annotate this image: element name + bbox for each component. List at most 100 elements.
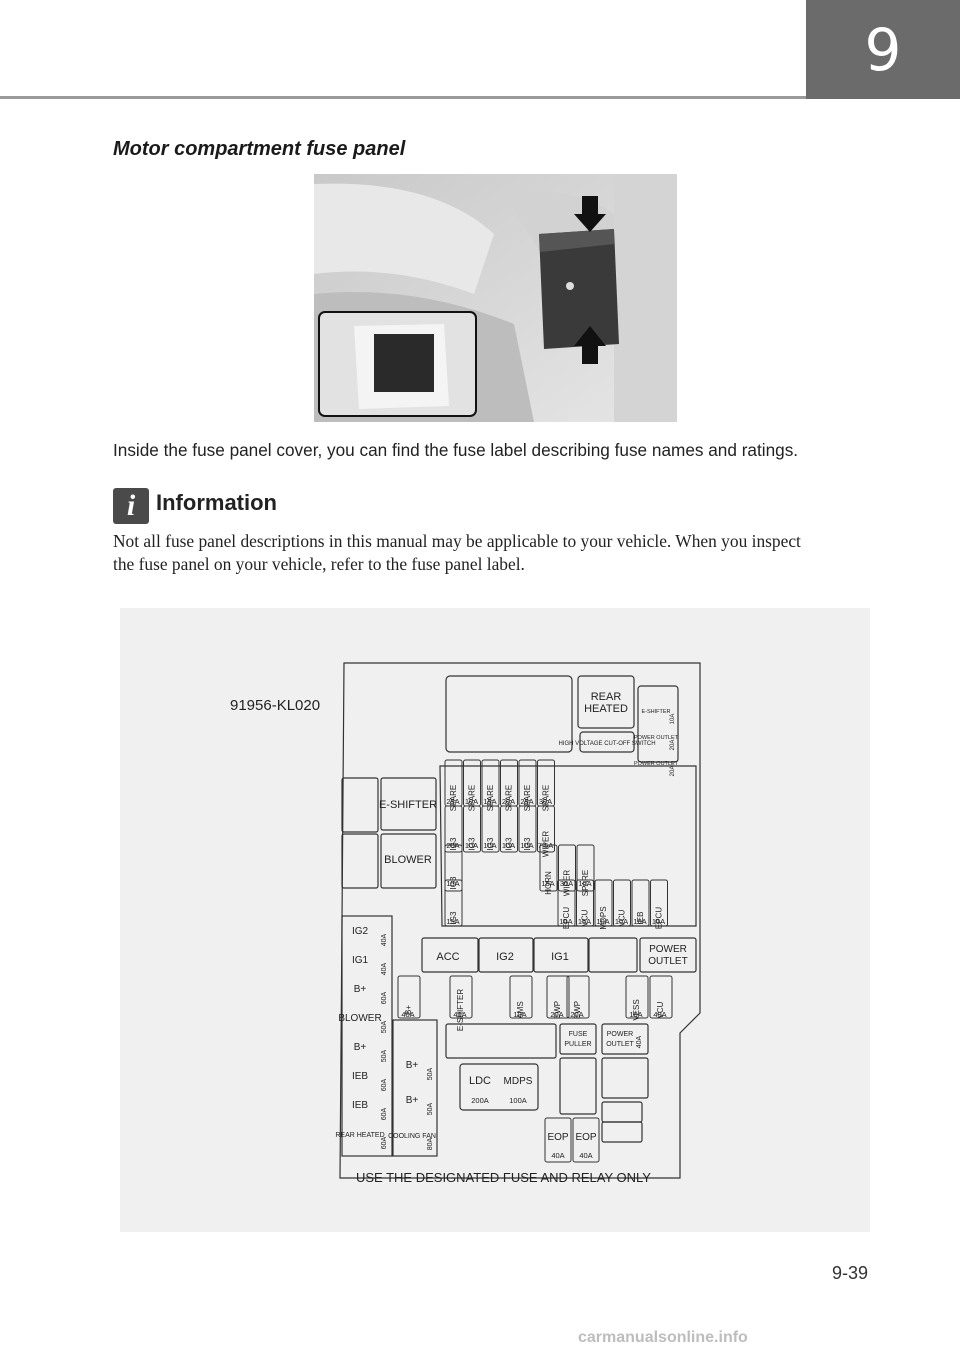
fuse-puller-label: FUSE bbox=[569, 1031, 588, 1038]
ig3-fuse-name: IG3 bbox=[449, 837, 458, 850]
left-col-fuse-name: IEB bbox=[352, 1100, 368, 1111]
spare-fuse-rating: 10A bbox=[465, 797, 478, 806]
multi-row-fuse-rating: 20A bbox=[550, 1010, 563, 1019]
acc-relay-label: ACC bbox=[436, 951, 459, 963]
horn-fuse-name: WIPER bbox=[563, 870, 572, 896]
ig3-fuse-fuse bbox=[537, 805, 555, 853]
horn-fuse-name: HORN bbox=[544, 871, 553, 895]
left-col-fuse-name: IEB bbox=[352, 1071, 368, 1082]
spare-fuse-rating: 15A bbox=[483, 797, 496, 806]
ig2-relay-label: IG2 bbox=[496, 951, 514, 963]
rear-heated-label: REAR bbox=[591, 691, 622, 703]
mid-col-fuse-name: B+ bbox=[406, 1095, 419, 1106]
hv-switch-label: HIGH VOLTAGE CUT-OFF SWITCH bbox=[558, 741, 655, 747]
left-col-fuse-name: B+ bbox=[354, 984, 367, 995]
epcu-fuse-rating: 10A bbox=[633, 917, 646, 926]
mdps-label: MDPS bbox=[504, 1076, 533, 1087]
spare-fuse-name: SPARE bbox=[486, 785, 495, 812]
rear-heated-label: HEATED bbox=[584, 703, 628, 715]
info-line-1: Not all fuse panel descriptions in this … bbox=[113, 531, 801, 551]
info-line-2: the fuse panel on your vehicle, refer to… bbox=[113, 554, 525, 574]
watermark: carmanualsonline.info bbox=[578, 1329, 748, 1346]
ig3-fuse-name: WIPER bbox=[542, 831, 551, 857]
multi-row-fuse bbox=[546, 975, 570, 1019]
ig3-single-name: IG3 bbox=[449, 876, 458, 889]
eop-fuse bbox=[572, 1117, 600, 1163]
mid-col-fuse-rating: 50A bbox=[427, 1102, 434, 1115]
fuse-puller-label: PULLER bbox=[564, 1041, 591, 1048]
eop-name: EOP bbox=[575, 1132, 596, 1143]
fuse-label-part-number: 91956-KL020 bbox=[230, 697, 320, 714]
mdps-rating: 100A bbox=[509, 1096, 527, 1105]
ig3-fuse-fuse bbox=[463, 805, 481, 853]
power-outlet-40a-label: POWER bbox=[607, 1031, 633, 1038]
multi-row-fuse bbox=[397, 975, 421, 1019]
section-title: Motor compartment fuse panel bbox=[113, 138, 406, 160]
left-col-fuse-rating: 40A bbox=[381, 962, 388, 975]
spare-fuse-name: SPARE bbox=[505, 785, 514, 812]
horn-fuse-rating: 15A bbox=[541, 879, 554, 888]
e-shifter-relay-label: E-SHIFTER bbox=[379, 799, 437, 811]
eop-rating: 40A bbox=[551, 1151, 564, 1160]
multi-row-fuse bbox=[649, 975, 673, 1019]
left-col-fuse-rating: 60A bbox=[381, 991, 388, 1004]
multi-row-fuse-rating: 40A bbox=[453, 1010, 466, 1019]
info-icon: i bbox=[113, 488, 149, 524]
spare-fuse-rating: 20A bbox=[502, 797, 515, 806]
mini-fuse-name: E-SHIFTER bbox=[641, 709, 670, 715]
multi-row-fuse bbox=[449, 975, 473, 1019]
left-col-fuse-name: REAR HEATED bbox=[335, 1132, 384, 1139]
epcu-fuse-rating: 10A bbox=[615, 917, 628, 926]
ig3-fuse-rating: 10A bbox=[520, 841, 533, 850]
mid-col-fuse-rating: 80A bbox=[427, 1137, 434, 1150]
left-col-fuse-rating: 50A bbox=[381, 1020, 388, 1033]
blower-relay-label: BLOWER bbox=[384, 854, 432, 866]
epcu-fuse-name: IEB bbox=[636, 912, 645, 925]
epcu-fuse-rating: 10A bbox=[596, 917, 609, 926]
left-col-fuse-name: BLOWER bbox=[338, 1013, 381, 1024]
eop-fuse bbox=[544, 1117, 572, 1163]
ldc-label: LDC bbox=[469, 1075, 491, 1087]
multi-row-fuse-name: EWP bbox=[553, 1001, 562, 1019]
ig3-single-rating: 15A bbox=[446, 879, 459, 888]
multi-row-fuse-name: VCU bbox=[656, 1001, 665, 1018]
epcu-fuse-name: EPCU bbox=[562, 907, 571, 929]
ig3-fuse-name: IG3 bbox=[486, 837, 495, 850]
chapter-tab: 9 bbox=[806, 0, 960, 99]
ig3-fuse-rating: 10A bbox=[483, 841, 496, 850]
epcu-fuse-rating: 10A bbox=[652, 917, 665, 926]
spare-fuse-name: SPARE bbox=[542, 785, 551, 812]
page-number: 9-39 bbox=[832, 1263, 869, 1283]
mid-col-fuse-name: COOLING FAN bbox=[388, 1133, 436, 1140]
horn-fuse-fuse bbox=[539, 844, 558, 892]
panel-outline bbox=[339, 662, 701, 1179]
multi-row-fuse-rating: 40A bbox=[653, 1010, 666, 1019]
ig3-fuse-fuse bbox=[500, 805, 518, 853]
ig3-fuse-name: IG3 bbox=[468, 837, 477, 850]
multi-row-fuse-name: VESS bbox=[632, 999, 641, 1020]
mini-fuse-rating: 20A bbox=[670, 766, 676, 777]
multi-row-fuse-name: EWP bbox=[573, 1001, 582, 1019]
ldc-rating: 200A bbox=[471, 1096, 489, 1105]
epcu-fuse-fuse bbox=[557, 879, 576, 927]
epcu-fuse-fuse bbox=[631, 879, 650, 927]
power-outlet-40a-label: OUTLET bbox=[606, 1041, 634, 1048]
spare-fuse-rating: 25A bbox=[520, 797, 533, 806]
info-title: Information bbox=[156, 490, 277, 515]
left-col-fuse-rating: 40A bbox=[381, 933, 388, 946]
info-text: Not all fuse panel descriptions in this … bbox=[113, 530, 893, 576]
left-col-fuse-name: IG1 bbox=[352, 955, 369, 966]
horn-fuse-fuse bbox=[558, 844, 576, 892]
header-rule bbox=[0, 96, 806, 99]
left-col-fuse-rating: 60A bbox=[381, 1136, 388, 1149]
left-col-fuse-rating: 60A bbox=[381, 1107, 388, 1120]
intro-text: Inside the fuse panel cover, you can fin… bbox=[113, 440, 799, 460]
epcu-fuse-name: EPCU bbox=[655, 907, 664, 929]
epcu-fuse-fuse bbox=[613, 879, 631, 927]
horn-fuse-rating: 10A bbox=[578, 879, 591, 888]
ig3-fuse-fuse bbox=[444, 805, 463, 853]
eop-name: EOP bbox=[547, 1132, 568, 1143]
mid-col-fuse-rating: 50A bbox=[427, 1067, 434, 1080]
ig3-fuse-rating: 10A bbox=[465, 841, 478, 850]
